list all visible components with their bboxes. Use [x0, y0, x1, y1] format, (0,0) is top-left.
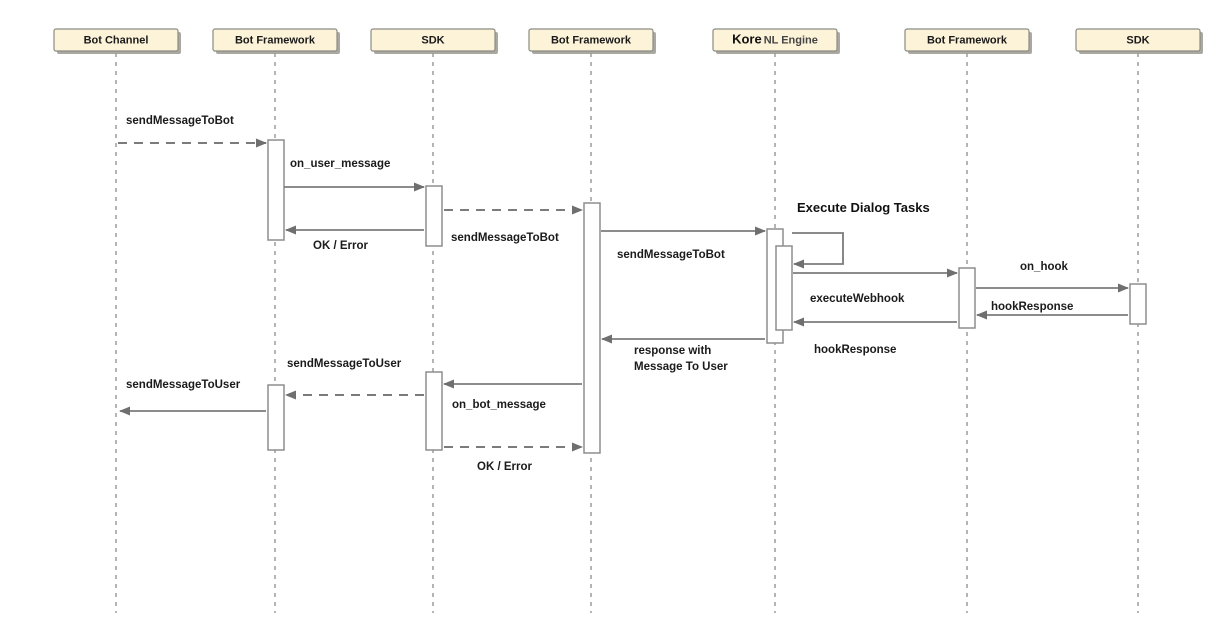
execute-dialog-tasks-note: Execute Dialog Tasks [797, 200, 930, 215]
message-label: sendMessageToBot [451, 232, 559, 244]
participant-box[interactable] [1075, 28, 1201, 52]
message-label: sendMessageToBot [126, 115, 234, 127]
participant-p4[interactable]: Bot Framework [528, 28, 656, 54]
sdk-2-activation [1129, 283, 1147, 325]
participant-p6[interactable]: Bot Framework [904, 28, 1032, 54]
message-label: on_hook [1020, 261, 1069, 273]
message-label: hookResponse [991, 301, 1073, 313]
participant-label: Bot Channel [84, 34, 149, 46]
message-label: sendMessageToUser [126, 379, 241, 391]
message-label: hookResponse [814, 344, 896, 356]
participant-box[interactable] [53, 28, 179, 52]
message-send-message-to-bot-framework2-to-nl: sendMessageToBot [601, 226, 766, 261]
message-on-user-message-framework-to-sdk: on_user_message [284, 158, 425, 192]
message-label: OK / Error [477, 461, 532, 473]
message-hook-response-sdk2-to-framework3: hookResponse [976, 301, 1128, 320]
participant-label: SDK [421, 34, 444, 46]
messages-group: sendMessageToBot on_user_message OK / Erro… [118, 115, 1129, 473]
message-label: OK / Error [313, 240, 368, 252]
message-send-message-to-bot-sdk-to-framework2: sendMessageToBot [444, 205, 583, 244]
self-messages-group [792, 232, 844, 269]
sdk-1-activation [425, 185, 443, 247]
nl-engine-self-loop [792, 232, 844, 269]
message-on-bot-message-framework2-to-sdk-return: on_bot_message [443, 379, 582, 411]
message-label-line2: Message To User [634, 361, 728, 373]
bot-framework-1-activation [267, 139, 285, 241]
message-execute-webhook-nl-to-framework3: executeWebhook [793, 268, 958, 305]
participant-box[interactable] [904, 28, 1030, 52]
message-on-hook-framework3-to-sdk2: on_hook [976, 261, 1129, 293]
message-label: on_user_message [290, 158, 390, 170]
bot-framework-1-return-activation [267, 384, 285, 451]
participant-box[interactable] [528, 28, 654, 52]
message-ok-error-sdk-to-framework: OK / Error [285, 225, 424, 252]
message-hook-response-framework3-to-nl: hookResponse [793, 317, 957, 356]
message-label: sendMessageToUser [287, 358, 402, 370]
participant-box[interactable] [712, 28, 838, 52]
nl-engine-inner-activation [775, 245, 793, 331]
bot-framework-3-activation [958, 267, 976, 329]
lifelines-group [115, 53, 1139, 613]
participant-p7[interactable]: SDK [1075, 28, 1203, 54]
participant-label: Bot Framework [235, 34, 316, 46]
message-ok-error-sdk-return-to-framework2: OK / Error [444, 442, 583, 473]
participant-label: Bot Framework [927, 34, 1008, 46]
participant-label-brand: Kore [732, 32, 762, 47]
message-label: on_bot_message [452, 399, 546, 411]
participant-p3[interactable]: SDK [370, 28, 498, 54]
message-label: response with [634, 345, 711, 357]
activations-group [267, 139, 1147, 454]
participant-p1[interactable]: Bot Channel [53, 28, 181, 54]
bot-framework-2-activation [583, 202, 601, 454]
message-label: executeWebhook [810, 293, 905, 305]
participant-label-rest: NL Engine [764, 34, 818, 46]
participant-headers-group: Bot Channel Bot Framework SDK Bot Framework… [53, 28, 1203, 54]
sdk-1-return-activation [425, 371, 443, 451]
message-label: sendMessageToBot [617, 249, 725, 261]
notes-group: Execute Dialog Tasks [797, 200, 930, 215]
participant-p2[interactable]: Bot Framework [212, 28, 340, 54]
participant-label: SDK [1126, 34, 1149, 46]
message-send-message-to-bot-channel-to-framework: sendMessageToBot [118, 115, 267, 148]
participant-box[interactable] [370, 28, 496, 52]
message-send-message-to-user-sdk-to-framework1: sendMessageToUser [285, 358, 424, 400]
participant-label: Bot Framework [551, 34, 632, 46]
message-send-message-to-user-framework1-to-channel: sendMessageToUser [119, 379, 266, 416]
participant-box[interactable] [212, 28, 338, 52]
